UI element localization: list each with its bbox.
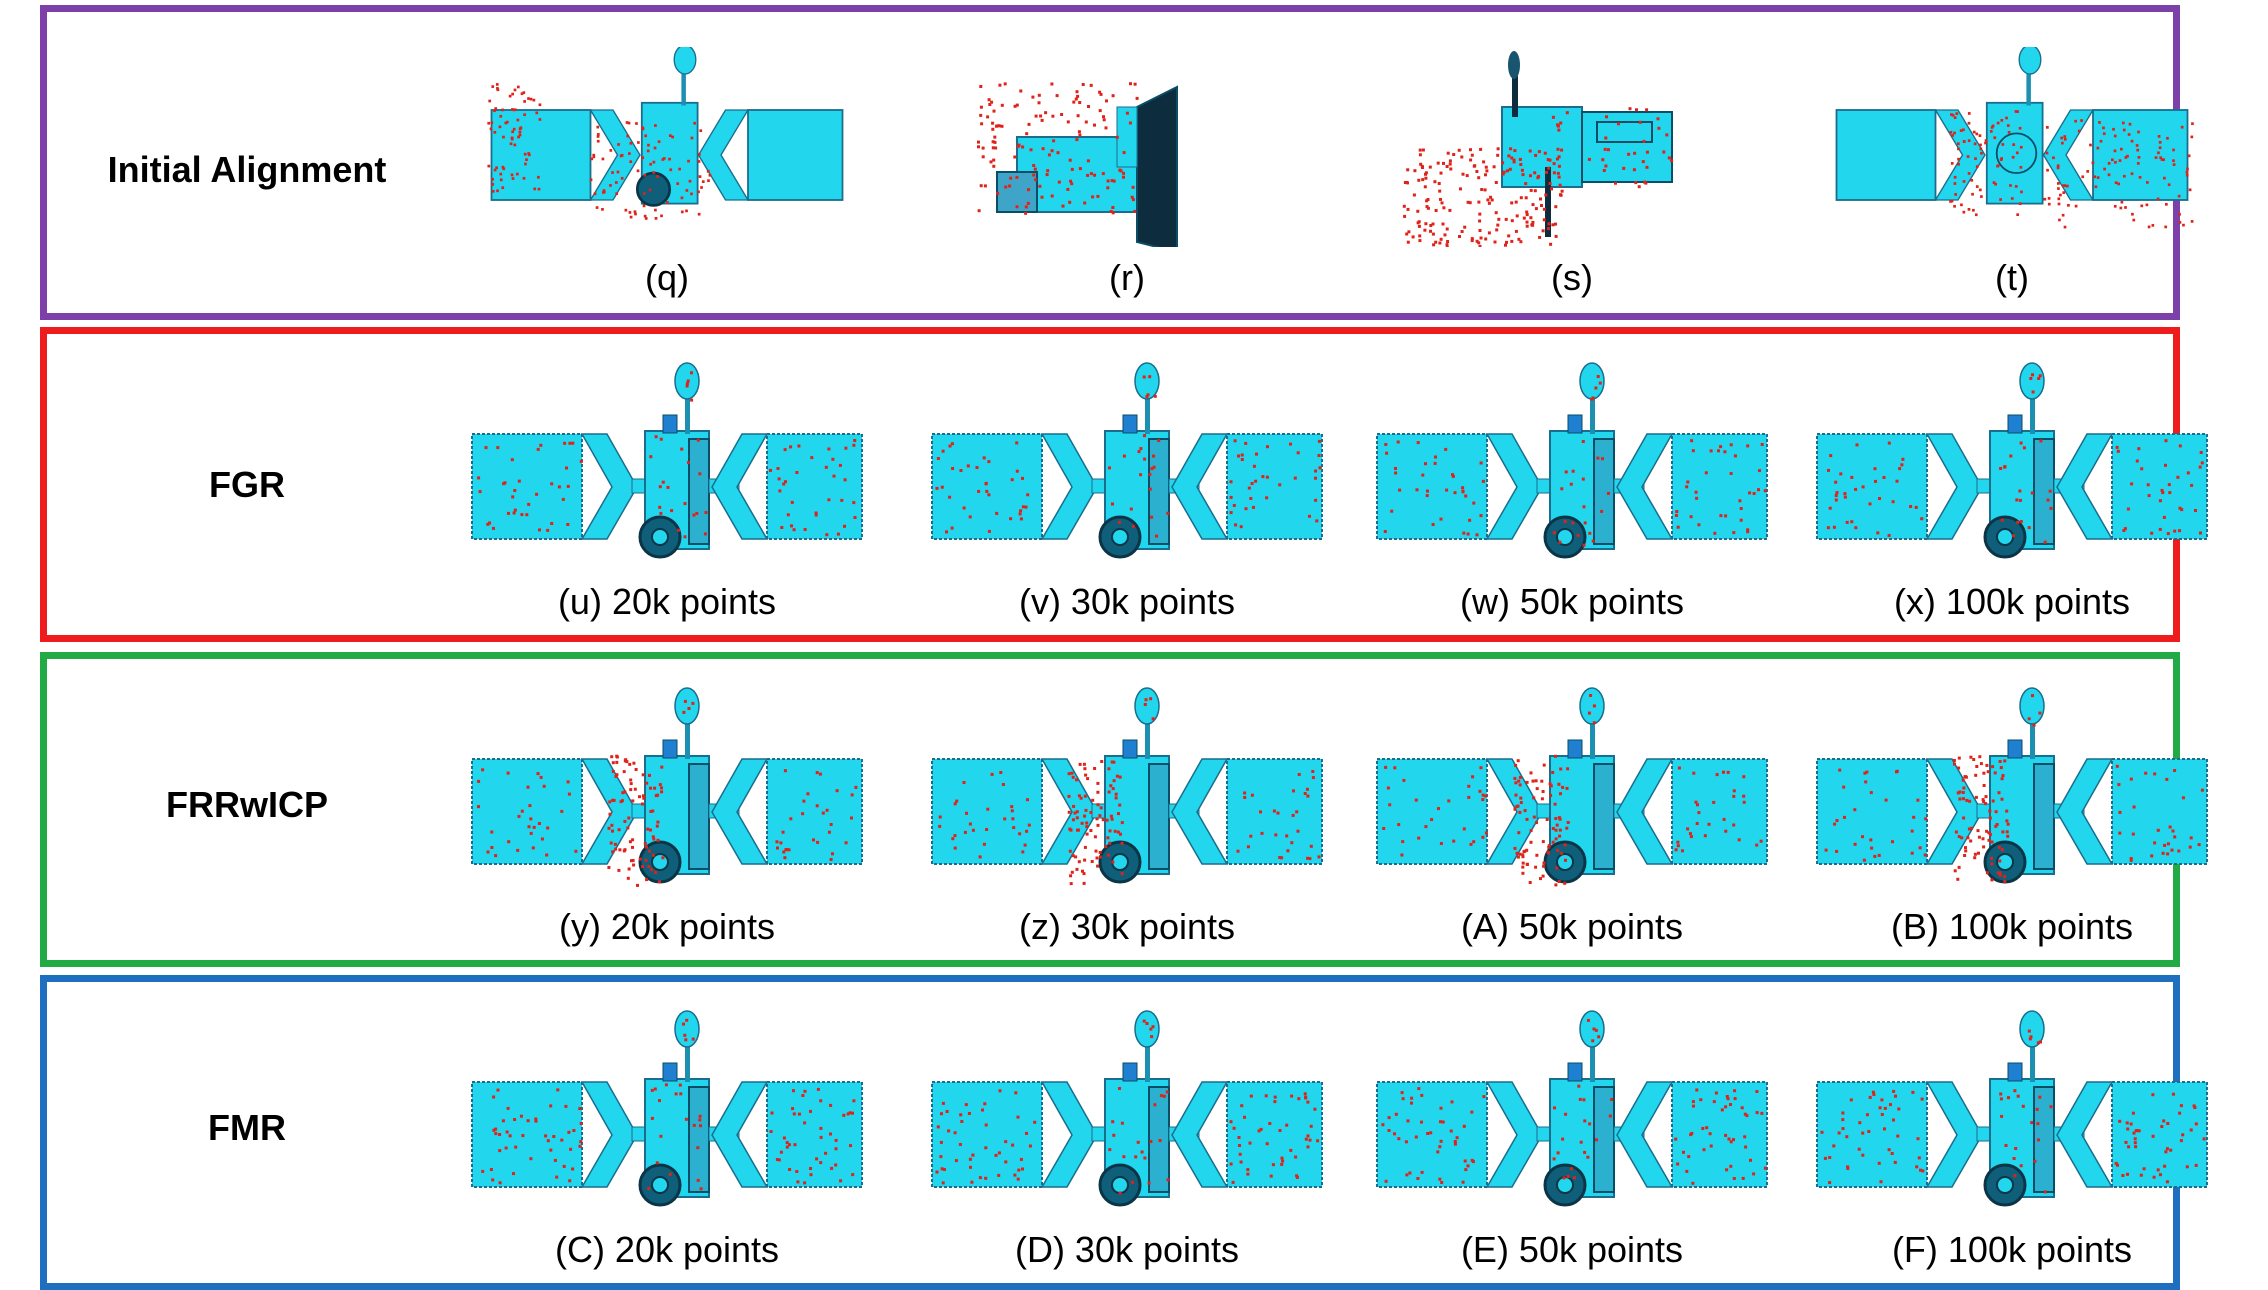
point-cloud: [1382, 694, 1763, 887]
figure-cell: (t): [1792, 47, 2232, 307]
solar-panel-left: [471, 1081, 583, 1188]
antenna-dish: [1579, 362, 1605, 400]
satellite-image: [1835, 47, 2194, 229]
figure-caption: (B) 100k points: [1890, 906, 2134, 947]
solar-panel-left: [931, 433, 1043, 540]
satellite-image: [1816, 1010, 2208, 1207]
satellite-image: [1402, 51, 1674, 247]
point-cloud: [938, 697, 1321, 886]
figure-caption: (x) 100k points: [1893, 581, 2131, 622]
antenna-dish: [1579, 687, 1605, 725]
panel-fmr: FMR (C) 20k points (D) 30k points (E) 50…: [40, 975, 2208, 1290]
solar-panel-left: [1376, 758, 1488, 865]
figure-cell: (x) 100k points: [1792, 359, 2232, 639]
antenna-dish: [2019, 687, 2045, 725]
row-label: FMR: [208, 1107, 286, 1148]
figure-cell: (r): [907, 47, 1347, 307]
point-cloud: [1383, 375, 1767, 547]
figure-cell: (u) 20k points: [447, 359, 887, 639]
solar-panel-left: [471, 758, 583, 865]
solar-panel-left: [1376, 433, 1488, 540]
figure-caption: (A) 50k points: [1460, 906, 1684, 947]
figure-cell: (w) 50k points: [1352, 359, 1792, 639]
solar-panel-left: [931, 1081, 1043, 1188]
point-cloud: [1826, 373, 2204, 544]
point-cloud: [935, 1019, 1320, 1195]
figure-caption: (D) 30k points: [1014, 1229, 1240, 1270]
solar-panel-right: [766, 433, 863, 540]
row-label: Initial Alignment: [107, 149, 387, 190]
figure-caption: (C) 20k points: [554, 1229, 780, 1270]
antenna-dish: [1134, 687, 1160, 725]
antenna-dish: [2019, 362, 2045, 400]
satellite-image: [1816, 687, 2208, 884]
figure-caption: (s): [1551, 257, 1593, 298]
figure-caption: (w) 50k points: [1459, 581, 1685, 622]
antenna-dish: [2019, 1010, 2045, 1048]
satellite-image: [471, 362, 863, 559]
solar-panel-right: [766, 1081, 863, 1188]
solar-panel-right: [1226, 433, 1323, 540]
satellite-image: [977, 82, 1178, 247]
satellite-image: [1376, 1010, 1768, 1207]
point-cloud: [1820, 1029, 2206, 1194]
panel-frrwicp: FRRwICP (y) 20k points (z) 30k points (A…: [40, 652, 2208, 967]
figure-cell: (C) 20k points: [447, 1007, 887, 1287]
point-cloud: [1824, 694, 2204, 883]
figure-cell: (q): [447, 47, 887, 307]
satellite-image: [931, 362, 1323, 559]
solar-panel-left: [1816, 433, 1928, 540]
figure-cell: (s): [1352, 47, 1792, 307]
point-cloud: [1381, 1018, 1767, 1185]
row-label: FRRwICP: [166, 784, 328, 825]
solar-panel-left: [931, 758, 1043, 865]
figure-cell: (F) 100k points: [1792, 1007, 2232, 1287]
solar-panel-right: [1226, 1081, 1323, 1188]
figure-caption: (q): [645, 257, 689, 298]
figure-cell: (D) 30k points: [907, 1007, 1347, 1287]
solar-panel-right: [1671, 1081, 1768, 1188]
antenna-dish: [1134, 362, 1160, 400]
figure-cell: (z) 30k points: [907, 684, 1347, 964]
satellite-image: [1376, 687, 1768, 887]
figure-caption: (y) 20k points: [558, 906, 776, 947]
figure-cell: (E) 50k points: [1352, 1007, 1792, 1287]
satellite-image: [931, 1010, 1323, 1207]
figure-caption: (r): [1109, 257, 1145, 298]
antenna-dish: [674, 687, 700, 725]
point-cloud: [477, 699, 858, 887]
satellite-image: [471, 687, 863, 887]
point-cloud: [935, 375, 1322, 538]
solar-panel-right: [2111, 758, 2208, 865]
satellite-image: [931, 687, 1323, 886]
solar-panel-right: [766, 758, 863, 865]
solar-panel-left: [1816, 758, 1928, 865]
point-cloud: [477, 371, 857, 539]
figure-caption: (t): [1995, 257, 2029, 298]
figure-caption: (E) 50k points: [1460, 1229, 1684, 1270]
figure-cell: (v) 30k points: [907, 359, 1347, 639]
antenna-dish: [1134, 1010, 1160, 1048]
figure-cell: (B) 100k points: [1792, 684, 2232, 964]
solar-panel-left: [1376, 1081, 1488, 1188]
figure-caption: (z) 30k points: [1018, 906, 1236, 947]
figure-caption: (u) 20k points: [557, 581, 777, 622]
antenna-dish: [674, 1010, 700, 1048]
satellite-image: [1816, 362, 2208, 559]
point-cloud: [481, 1018, 856, 1191]
figure-cell: (A) 50k points: [1352, 684, 1792, 964]
panel-fgr: FGR (u) 20k points (v) 30k points (w) 50…: [40, 327, 2208, 642]
row-label: FGR: [209, 464, 285, 505]
solar-panel-left: [1816, 1081, 1928, 1188]
satellite-image: [1376, 362, 1768, 559]
satellite-image: [471, 1010, 863, 1207]
solar-panel-right: [1671, 758, 1768, 865]
solar-panel-right: [2111, 1081, 2208, 1188]
figure-caption: (F) 100k points: [1891, 1229, 2133, 1270]
satellite-image: [487, 47, 844, 220]
figure-caption: (v) 30k points: [1018, 581, 1236, 622]
panel-initial-alignment: Initial Alignment (q) (r) (s) (t): [40, 5, 2194, 320]
figure-cell: (y) 20k points: [447, 684, 887, 964]
